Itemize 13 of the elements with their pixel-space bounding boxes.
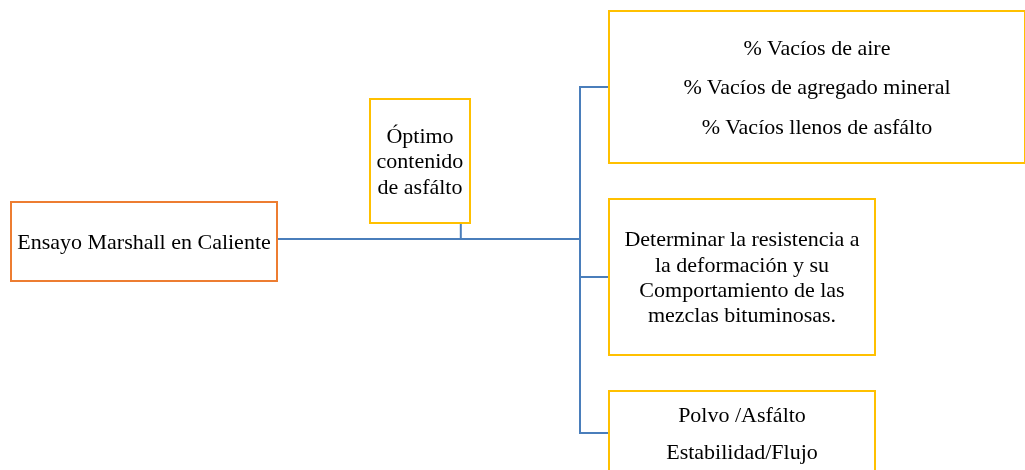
node-text: % Vacíos llenos de asfálto	[700, 113, 934, 139]
text-box	[369, 98, 471, 224]
text-box	[608, 10, 1025, 164]
node-text: % Vacíos de aire	[742, 35, 892, 61]
node-text: Polvo /Asfálto	[677, 401, 807, 427]
node-text: Determinar la resistencia a la deformación y su Comportamiento de las mezclas bituminosas.	[623, 226, 861, 328]
text-box	[608, 198, 876, 356]
text-box	[608, 390, 876, 470]
node-text: Ensayo Marshall en Caliente	[16, 228, 272, 255]
text-box	[10, 201, 278, 282]
node-text: Óptimo contenido de asfálto	[375, 123, 465, 199]
node-text: % Vacíos de agregado mineral	[682, 74, 952, 100]
node-text: Estabilidad/Flujo	[665, 439, 819, 465]
